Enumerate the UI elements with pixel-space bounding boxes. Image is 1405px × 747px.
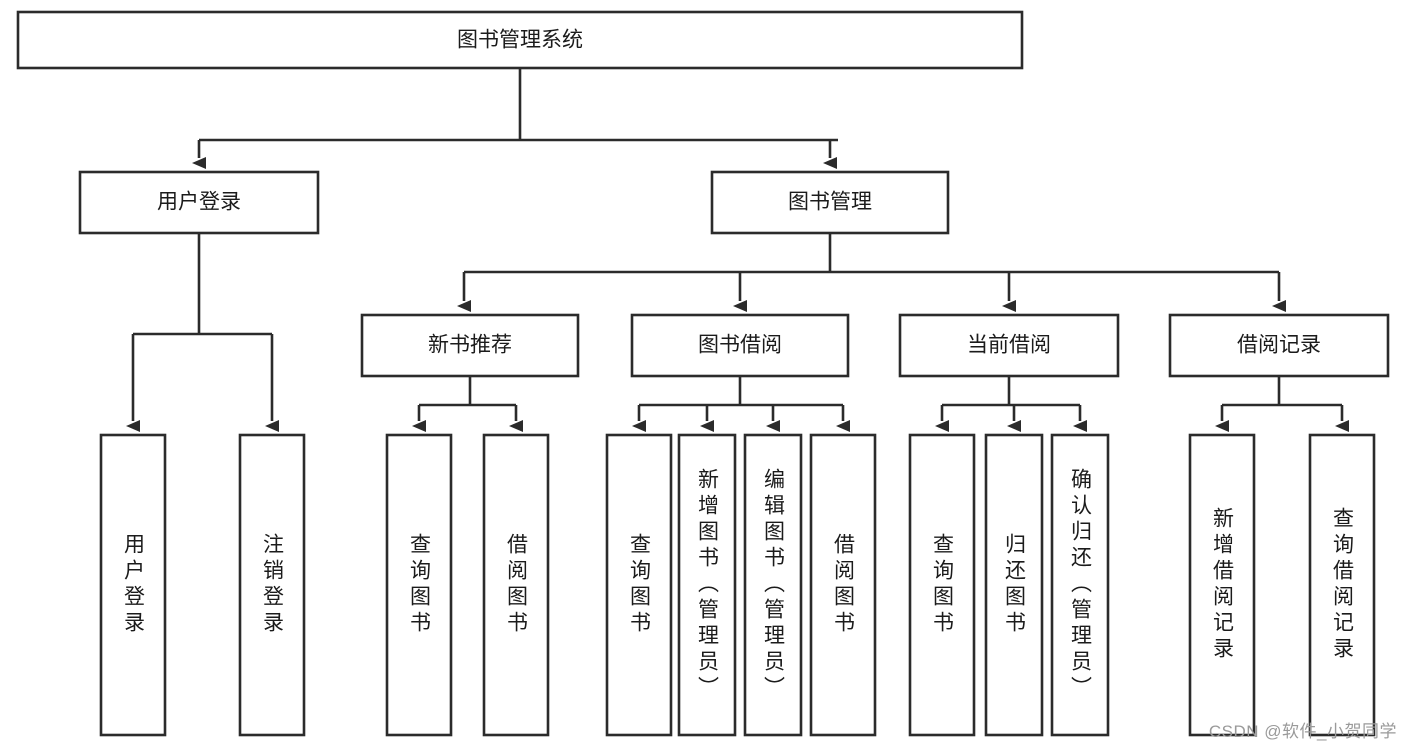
node-leaf-query-book-1-box[interactable] bbox=[385, 433, 453, 737]
node-leaf-edit-book-admin-box[interactable] bbox=[743, 433, 803, 737]
node-leaf-borrow-book-1-box[interactable] bbox=[482, 433, 550, 737]
leaf-boxes bbox=[99, 433, 1376, 737]
connector-book-borrow-to-leaves bbox=[632, 376, 850, 432]
node-leaf-return-book-box[interactable] bbox=[984, 433, 1044, 737]
node-user-login[interactable]: 用户登录 bbox=[78, 170, 320, 235]
node-leaf-user-logout-box[interactable] bbox=[238, 433, 306, 737]
node-current-borrow-label: 当前借阅 bbox=[967, 334, 1051, 357]
node-current-borrow[interactable]: 当前借阅 bbox=[898, 313, 1120, 378]
node-leaf-add-borrow-record-box[interactable] bbox=[1188, 433, 1256, 737]
node-book-borrow-label: 图书借阅 bbox=[698, 334, 782, 357]
node-current-borrow-box bbox=[898, 313, 1120, 378]
node-root-box bbox=[16, 10, 1024, 70]
node-new-book-recommend-box bbox=[360, 313, 580, 378]
connector-borrow-record-to-leaves bbox=[1215, 376, 1349, 432]
node-book-manage-box bbox=[710, 170, 950, 235]
csdn-watermark: CSDN @软件_小贺同学 bbox=[1208, 722, 1397, 741]
node-book-borrow[interactable]: 图书借阅 bbox=[630, 313, 850, 378]
node-leaf-confirm-return-admin-box[interactable] bbox=[1050, 433, 1110, 737]
connector-root-to-level1 bbox=[192, 68, 838, 169]
node-user-login-label: 用户登录 bbox=[157, 191, 241, 214]
node-leaf-borrow-book-2-box[interactable] bbox=[809, 433, 877, 737]
node-book-borrow-box bbox=[630, 313, 850, 378]
node-leaf-user-login-box[interactable] bbox=[99, 433, 167, 737]
node-leaf-add-book-admin-box[interactable] bbox=[677, 433, 737, 737]
connector-book-manage-to-level2 bbox=[457, 233, 1286, 312]
node-leaf-query-borrow-record-box[interactable] bbox=[1308, 433, 1376, 737]
node-book-manage[interactable]: 图书管理 bbox=[710, 170, 950, 235]
node-root[interactable]: 图书管理系统 bbox=[16, 10, 1024, 70]
node-borrow-record[interactable]: 借阅记录 bbox=[1168, 313, 1390, 378]
node-book-manage-label: 图书管理 bbox=[788, 191, 872, 214]
connector-new-book-recommend-to-leaves bbox=[412, 376, 523, 432]
node-new-book-recommend-label: 新书推荐 bbox=[428, 334, 512, 357]
node-leaf-query-book-3-box[interactable] bbox=[908, 433, 976, 737]
node-new-book-recommend[interactable]: 新书推荐 bbox=[360, 313, 580, 378]
node-leaf-query-book-2-box[interactable] bbox=[605, 433, 673, 737]
node-borrow-record-box bbox=[1168, 313, 1390, 378]
connector-user-login-to-leaves bbox=[126, 233, 279, 432]
node-root-label: 图书管理系统 bbox=[457, 29, 583, 52]
connector-current-borrow-to-leaves bbox=[935, 376, 1087, 432]
node-borrow-record-label: 借阅记录 bbox=[1237, 334, 1321, 357]
node-user-login-box bbox=[78, 170, 320, 235]
